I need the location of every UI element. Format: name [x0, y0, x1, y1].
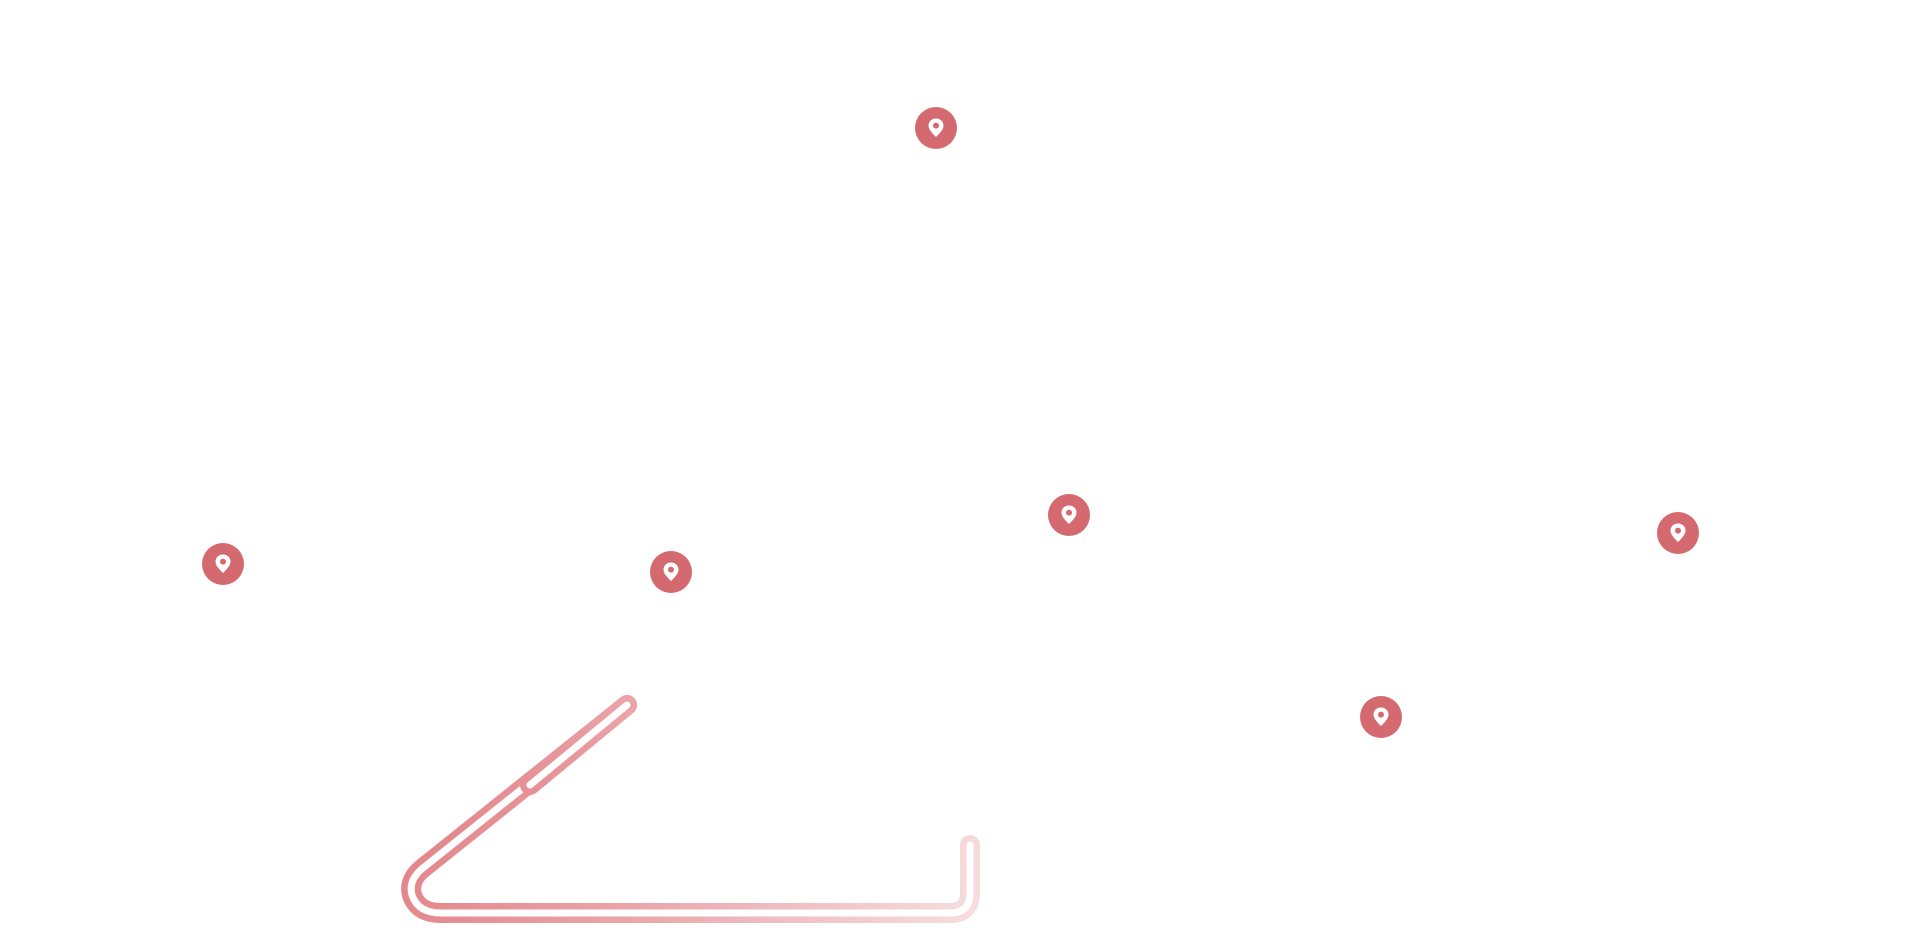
map-pin-icon[interactable]	[1047, 493, 1091, 537]
map-pin-icon[interactable]	[201, 542, 245, 586]
map-pin-icon[interactable]	[649, 550, 693, 594]
map-pin-icon[interactable]	[914, 106, 958, 150]
map-pin-icon[interactable]	[1359, 695, 1403, 739]
map-pin-icon[interactable]	[1656, 511, 1700, 555]
